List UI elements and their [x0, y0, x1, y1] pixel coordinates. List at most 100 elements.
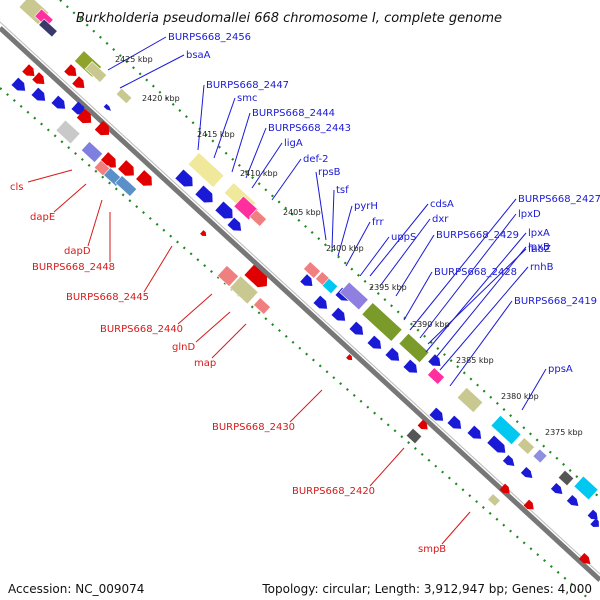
gene-block: [403, 359, 418, 373]
gene-block: [80, 141, 104, 163]
gene-block: [253, 297, 271, 315]
gene-block: [590, 518, 599, 527]
leader-line: [289, 389, 323, 423]
gene-label-reverse: dapE: [30, 212, 55, 223]
gene-label-forward: uppS: [391, 232, 416, 243]
kbp-label: 2410 kbp: [240, 169, 278, 178]
gene-block: [34, 8, 54, 28]
gene-label-forward: BURPS668_2456: [168, 32, 251, 43]
gene-label-reverse: BURPS668_2440: [100, 324, 183, 335]
leader-line: [379, 218, 431, 287]
gene-feature: [249, 209, 267, 227]
gene-block: [398, 332, 430, 364]
gene-block: [313, 295, 328, 309]
gene-label-forward: cdsA: [430, 199, 454, 210]
gene-block: [38, 18, 58, 38]
leader-line: [177, 293, 213, 325]
gene-arrow: [103, 103, 111, 111]
gene-arrow: [403, 359, 418, 373]
leader-line: [119, 54, 185, 89]
gene-arrow: [313, 295, 328, 309]
gene-arrow: [417, 419, 428, 430]
leader-line: [231, 112, 251, 173]
gene-arrow: [566, 494, 579, 507]
gene-block: [114, 175, 138, 197]
gene-block: [11, 77, 26, 91]
leader-line: [197, 84, 205, 151]
gene-block: [55, 119, 81, 145]
gene-arrow: [367, 335, 382, 349]
gene-arrow: [136, 170, 152, 186]
gene-feature: [38, 18, 58, 38]
leader-line: [395, 234, 435, 297]
leader-line: [315, 171, 327, 241]
gene-block: [532, 448, 548, 464]
gene-feature: [427, 367, 445, 385]
gene-block: [175, 169, 193, 187]
leader-line: [441, 511, 471, 545]
leader-line: [211, 323, 247, 359]
gene-block: [417, 419, 428, 430]
leader-line: [107, 36, 167, 71]
gene-block: [76, 108, 92, 124]
gene-block: [32, 72, 45, 85]
gene-label-forward: bsaA: [186, 50, 211, 61]
gene-label-forward: rpsB: [318, 167, 341, 178]
gene-block: [339, 281, 369, 311]
leader-line: [87, 199, 103, 247]
gene-block: [64, 64, 77, 77]
gene-block: [346, 354, 353, 361]
gene-arrow: [587, 509, 598, 520]
gene-block: [227, 217, 242, 231]
gene-block: [428, 354, 441, 367]
gene-arrow: [550, 482, 563, 495]
gene-block: [331, 307, 346, 321]
gene-arrow: [76, 108, 92, 124]
gene-block: [385, 347, 400, 361]
gene-block: [467, 425, 482, 439]
gene-arrow: [467, 425, 482, 439]
gene-label-forward: lpxD: [518, 209, 541, 220]
leader-line: [403, 271, 433, 321]
gene-block: [187, 152, 225, 188]
gene-arrow: [447, 415, 462, 429]
gene-arrow: [94, 120, 110, 136]
gene-feature: [187, 152, 225, 188]
gene-arrow: [487, 435, 506, 453]
leader-line: [27, 169, 73, 183]
label-leaders: [27, 36, 547, 545]
gene-feature: [361, 302, 403, 342]
gene-arrow: [64, 64, 77, 77]
gene-feature: [557, 469, 575, 487]
gene-feature: [229, 275, 259, 305]
gene-label-reverse: BURPS668_2445: [66, 292, 149, 303]
gene-block: [115, 87, 133, 105]
gene-feature: [93, 159, 111, 177]
gene-block: [22, 64, 35, 77]
gene-label-forward: lpxB: [528, 242, 550, 253]
kbp-label: 2425 kbp: [115, 55, 153, 64]
gene-block: [487, 493, 501, 507]
gene-arrow: [244, 264, 268, 288]
kbp-label: 2415 kbp: [197, 130, 235, 139]
gene-label-reverse: dapD: [64, 246, 91, 257]
chromosome-backbone: [0, 26, 600, 582]
kbp-label: 2420 kbp: [142, 94, 180, 103]
gene-block: [51, 95, 66, 109]
genome-summary: Topology: circular; Length: 3,912,947 bp…: [262, 582, 592, 596]
gene-feature: [490, 414, 522, 446]
gene-block: [566, 494, 579, 507]
gene-arrow: [429, 407, 444, 421]
leader-line: [213, 97, 236, 159]
gene-arrow: [346, 354, 353, 361]
kbp-label: 2400 kbp: [326, 244, 364, 253]
gene-arrow: [349, 321, 364, 335]
gene-block: [118, 160, 134, 176]
leader-line: [449, 300, 513, 387]
gene-arrow: [118, 160, 134, 176]
kbp-label: 2395 kbp: [369, 283, 407, 292]
gene-label-reverse: BURPS668_2448: [32, 262, 115, 273]
